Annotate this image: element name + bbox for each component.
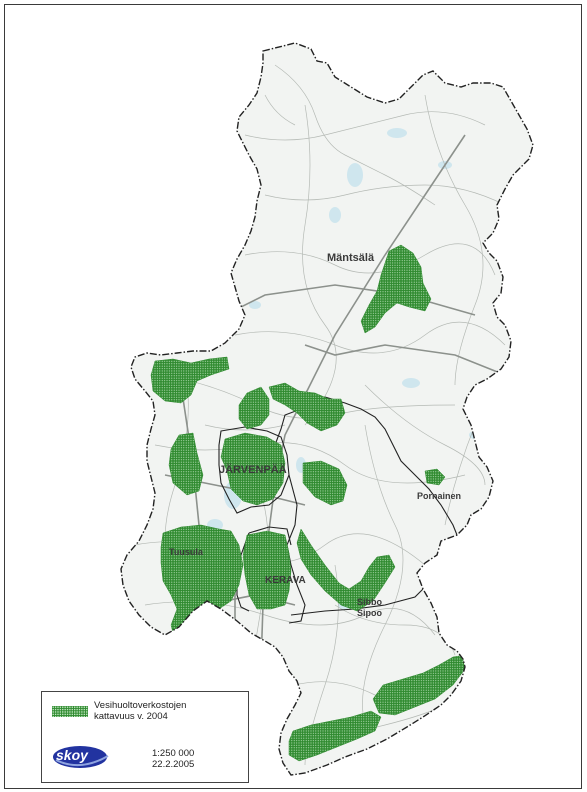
coverage-pornainen-small: [424, 468, 446, 486]
map-date: 22.2.2005: [152, 759, 195, 770]
legend-label-line1: Vesihuoltoverkostojen: [94, 700, 187, 711]
legend-meta: 1:250 000 22.2.2005: [152, 748, 194, 770]
coverage-areas: [150, 244, 466, 762]
label-jarvenpaa: JÄRVENPÄÄ: [219, 463, 287, 476]
coverage-kerava: [242, 530, 292, 610]
coverage-coast: [288, 710, 382, 762]
label-tuusula: Tuusula: [169, 547, 204, 557]
label-pornainen: Pornainen: [417, 491, 461, 501]
coverage-nikkila: [296, 528, 396, 612]
map-canvas: Mäntsälä JÄRVENPÄÄ Pornainen Tuusula KER…: [120, 42, 534, 776]
coverage-tuusula: [160, 524, 244, 642]
label-mantsala: Mäntsälä: [327, 252, 375, 264]
coverage-ohkola: [150, 356, 230, 404]
coverage-pornainen-east: [302, 460, 348, 506]
legend-coverage-label: Vesihuoltoverkostojen kattavuus v. 2004: [94, 700, 244, 722]
coverage-mantsala: [360, 244, 432, 334]
coverage-kellokoski: [268, 382, 346, 432]
skoy-logo-text: skoy: [56, 747, 88, 763]
label-sibbo: Sibbo: [357, 597, 382, 607]
legend-coverage-swatch: [52, 706, 88, 717]
coverage-sipoo-south: [372, 654, 466, 716]
label-kerava: KERAVA: [265, 575, 306, 586]
legend-box: Vesihuoltoverkostojen kattavuus v. 2004 …: [41, 691, 249, 783]
skoy-logo: [53, 746, 109, 768]
map-frame: Mäntsälä JÄRVENPÄÄ Pornainen Tuusula KER…: [4, 4, 582, 789]
coverage-jarvenpaa-north: [238, 386, 270, 430]
coverage-jarvenpaa: [220, 432, 286, 506]
map-scale: 1:250 000: [152, 748, 195, 759]
coverage-jarvenpaa-west: [168, 432, 204, 496]
legend-label-line2: kattavuus v. 2004: [94, 711, 168, 722]
label-sipoo: Sipoo: [357, 608, 382, 618]
